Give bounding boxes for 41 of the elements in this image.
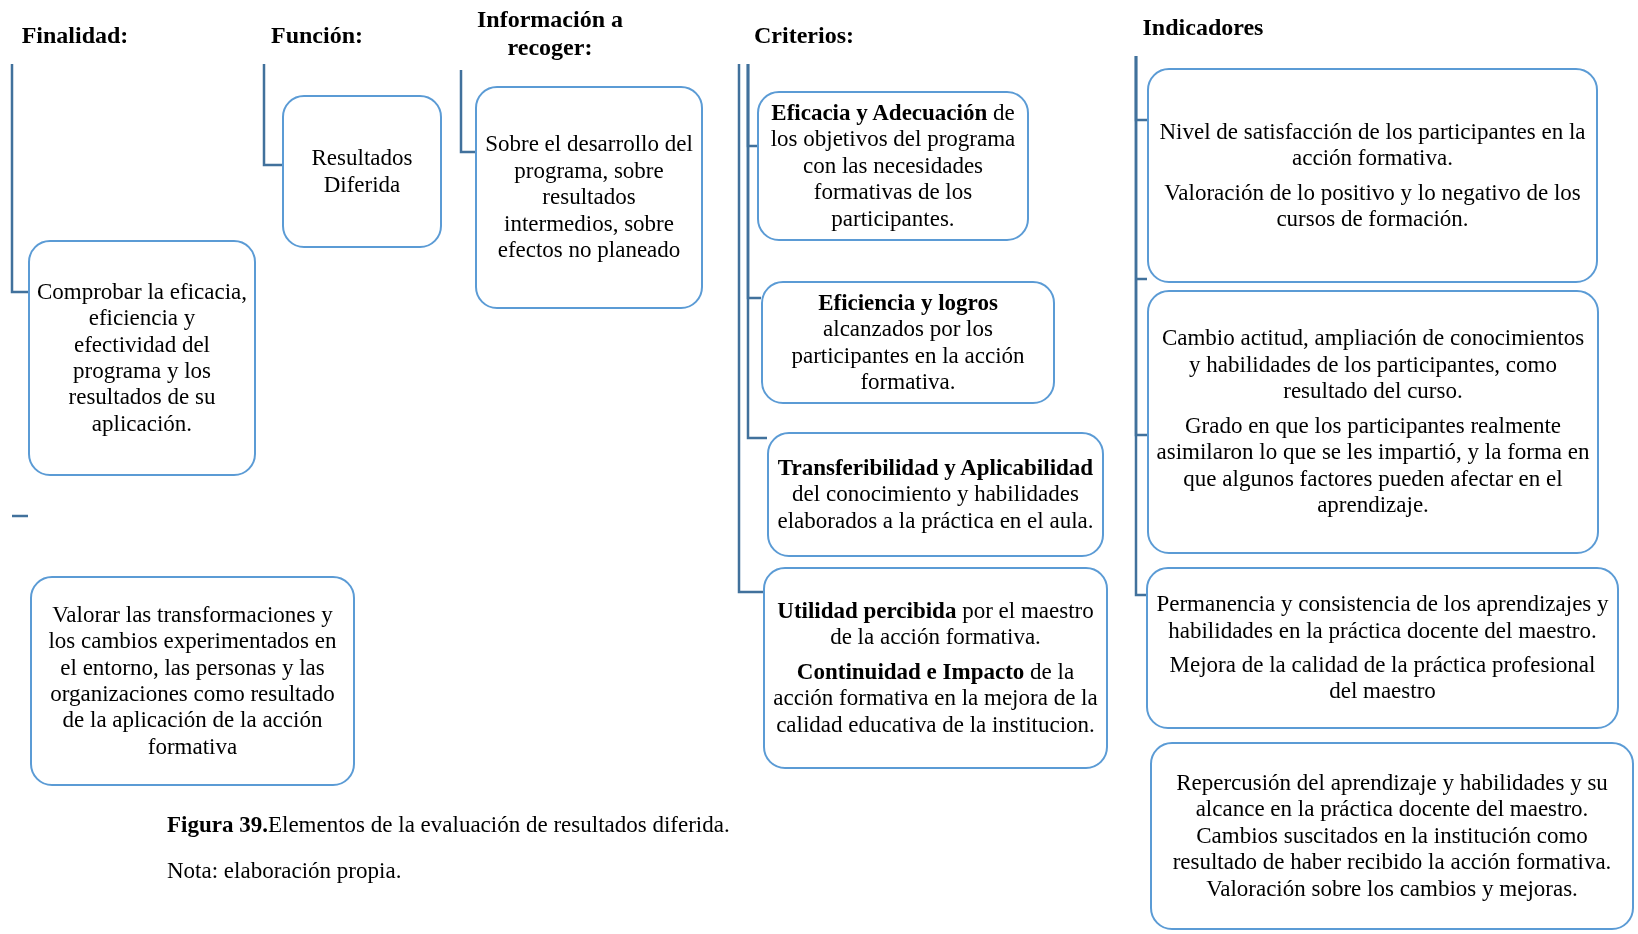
column-heading: Información a recoger: [476, 6, 624, 62]
box-text: Valoración de lo positivo y lo negativo de los cursos de formación. [1163, 179, 1582, 233]
text-box [28, 240, 256, 476]
box-text: Repercusión del aprendizaje y habilidades y su alcance en la práctica docente del maestro. Cambios suscitados en la institución como resultado de haber recibido la acción formativa. Valoración sobre los cambios y mejoras. [1171, 769, 1613, 903]
text-box [1147, 290, 1599, 554]
text-box [282, 95, 442, 248]
box-text: Utilidad percibida por el maestro de la acción formativa. [776, 597, 1095, 651]
box-text: Transferibilidad y Aplicabilidad del conocimiento y habilidades elaborados a la práctica en el aula. [776, 454, 1095, 535]
text-box [761, 281, 1055, 404]
box-text: Nivel de satisfacción de los participantes en la acción formativa. [1158, 118, 1587, 172]
text-box [1146, 567, 1619, 729]
box-text: Eficiencia y logros alcanzados por los participantes en la acción formativa. [790, 289, 1026, 396]
box-text: Grado en que los participantes realmente asimilaron lo que se les impartió, y la forma en que algunos factores pueden afectar en el aprendizaje. [1155, 412, 1591, 519]
bracket-connector [262, 64, 282, 167]
bracket-connector [737, 64, 763, 594]
box-text: Mejora de la calidad de la práctica profesional del maestro [1168, 652, 1597, 705]
text-box [767, 432, 1104, 557]
column-heading: Finalidad: [20, 22, 130, 50]
bracket-connector [10, 64, 28, 294]
box-text: Permanencia y consistencia de los aprendizajes y habilidades en la práctica docente del maestro. [1155, 591, 1610, 644]
bracket-connector [459, 70, 475, 154]
bracket-connector [746, 64, 767, 440]
box-text: Continuidad e Impacto de la acción formativa en la mejora de la calidad educativa de la institucion. [772, 658, 1099, 739]
column-heading: Indicadores [1141, 14, 1265, 42]
note-text: Nota: elaboración propia. [167, 858, 402, 884]
text-box [1150, 742, 1634, 930]
figure-caption: Figura 39.Elementos de la evaluación de resultados diferida. [167, 812, 730, 838]
text-box [757, 91, 1029, 241]
text-box [1147, 68, 1598, 283]
text-box [475, 86, 703, 309]
bracket-connector [1134, 56, 1146, 597]
box-text: Eficacia y Adecuación de los objetivos del programa con las necesidades formativas de los participantes. [769, 99, 1017, 233]
box-text: Valorar las transformaciones y los cambios experimentados en el entorno, las personas y las organizaciones como resultado de la aplicación de la acción formativa [47, 601, 338, 761]
column-heading: Criterios: [753, 22, 855, 50]
text-box [30, 576, 355, 786]
column-heading: Función: [270, 22, 364, 50]
box-text: Resultados Diferida [310, 145, 414, 198]
text-box [763, 567, 1108, 769]
box-text: Cambio actitud, ampliación de conocimientos y habilidades de los participantes, como resultado del curso. [1160, 325, 1586, 405]
box-text: Comprobar la eficacia, eficiencia y efectividad del programa y los resultados de su aplicación. [36, 278, 248, 438]
box-text: Sobre el desarrollo del programa, sobre resultados intermedios, sobre efectos no planeado [484, 131, 694, 264]
